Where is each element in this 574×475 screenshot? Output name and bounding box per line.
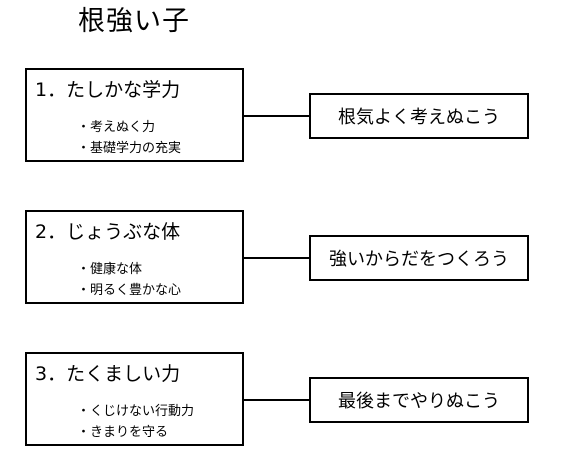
goal-point-2-2: ・明るく豊かな心 bbox=[77, 283, 182, 298]
goal-group-2: 2．じょうぶな体 ・健康な体 ・明るく豊かな心 強いからだをつくろう bbox=[0, 210, 574, 310]
goal-point-2-1: ・健康な体 bbox=[77, 262, 143, 277]
goal-group-3: 3．たくましい力 ・くじけない行動力 ・きまりを守る 最後までやりぬこう bbox=[0, 352, 574, 452]
motto-box-1: 根気よく考えぬこう bbox=[309, 93, 529, 139]
goal-points-1: ・考えぬく力 ・基礎学力の充実 bbox=[77, 117, 181, 159]
goal-point-1-1: ・考えぬく力 bbox=[77, 120, 156, 135]
goal-point-3-1: ・くじけない行動力 bbox=[77, 404, 195, 419]
connector-line-2 bbox=[244, 257, 309, 259]
goal-point-3-2: ・きまりを守る bbox=[77, 425, 169, 440]
goal-box-2: 2．じょうぶな体 ・健康な体 ・明るく豊かな心 bbox=[25, 210, 244, 304]
goal-group-1: 1．たしかな学力 ・考えぬく力 ・基礎学力の充実 根気よく考えぬこう bbox=[0, 68, 574, 168]
goal-box-1: 1．たしかな学力 ・考えぬく力 ・基礎学力の充実 bbox=[25, 68, 244, 162]
goal-points-2: ・健康な体 ・明るく豊かな心 bbox=[77, 259, 181, 301]
connector-line-3 bbox=[244, 399, 309, 401]
goal-heading-1: 1．たしかな学力 bbox=[35, 79, 181, 101]
goal-points-3: ・くじけない行動力 ・きまりを守る bbox=[77, 401, 194, 443]
goal-box-3: 3．たくましい力 ・くじけない行動力 ・きまりを守る bbox=[25, 352, 244, 446]
connector-line-1 bbox=[244, 115, 309, 117]
motto-box-2: 強いからだをつくろう bbox=[309, 235, 529, 281]
goal-heading-2: 2．じょうぶな体 bbox=[35, 221, 181, 243]
goal-heading-3: 3．たくましい力 bbox=[35, 363, 181, 385]
motto-box-3: 最後までやりぬこう bbox=[309, 377, 529, 423]
goal-point-1-2: ・基礎学力の充実 bbox=[77, 141, 182, 156]
diagram-title: 根強い子 bbox=[78, 6, 190, 37]
